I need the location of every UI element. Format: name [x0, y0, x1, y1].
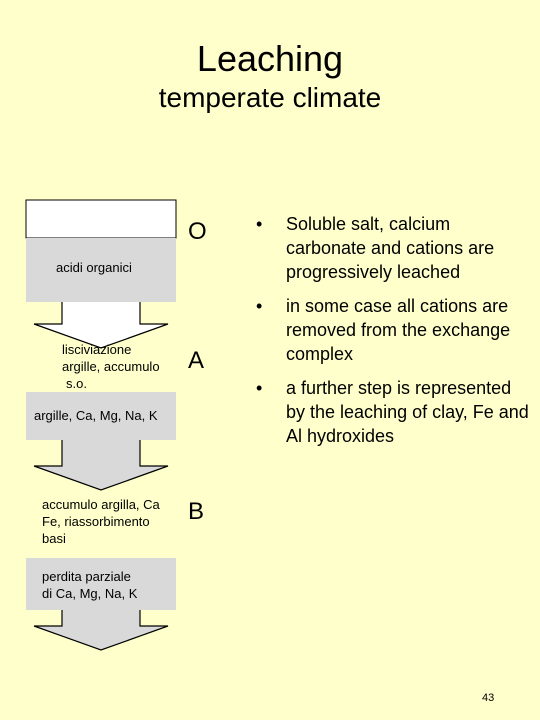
slide-title: Leaching: [196, 38, 344, 79]
band-clay-cations: [26, 392, 176, 440]
bullet-text: Soluble salt, calcium carbonate and cati…: [286, 214, 495, 282]
label-lisciviazione-1: lisciviazione: [62, 342, 132, 357]
o-horizon-box: [25, 199, 177, 239]
page-number: 43: [482, 692, 495, 704]
bullet-dot: •: [256, 296, 263, 316]
label-accumulo-3: basi: [42, 531, 66, 546]
bullet-list: • Soluble salt, calcium carbonate and ca…: [254, 212, 530, 458]
bullet-item: • Soluble salt, calcium carbonate and ca…: [254, 212, 530, 284]
bullet-item: • a further step is represented by the l…: [254, 376, 530, 448]
label-lisciviazione-3: s.o.: [66, 376, 87, 391]
label-accumulo-2: Fe, riassorbimento: [42, 514, 150, 529]
label-lisciviazione-2: argille, accumulo: [62, 359, 160, 374]
horizon-o: O: [188, 218, 207, 245]
band-partial-loss: [26, 558, 176, 610]
leach-arrow-2: [33, 440, 169, 491]
label-perdita-1: perdita parziale: [42, 569, 131, 584]
horizon-b: B: [188, 498, 205, 525]
bullet-dot: •: [256, 214, 263, 234]
horizon-a: A: [188, 347, 205, 374]
label-argille-cations: argille, Ca, Mg, Na, K: [34, 408, 158, 423]
bullet-dot: •: [256, 378, 263, 398]
slide-subtitle: temperate climate: [158, 82, 382, 113]
leach-arrow-1: [33, 302, 169, 349]
label-acidi-organici: acidi organici: [56, 260, 132, 275]
band-organic-acids: [26, 238, 176, 302]
label-accumulo-1: accumulo argilla, Ca: [42, 497, 160, 512]
bullet-text: a further step is represented by the lea…: [286, 378, 529, 446]
bullet-text: in some case all cations are removed fro…: [286, 296, 511, 364]
bullet-item: • in some case all cations are removed f…: [254, 294, 530, 366]
label-perdita-2: di Ca, Mg, Na, K: [42, 586, 138, 601]
leach-arrow-3: [33, 610, 169, 651]
